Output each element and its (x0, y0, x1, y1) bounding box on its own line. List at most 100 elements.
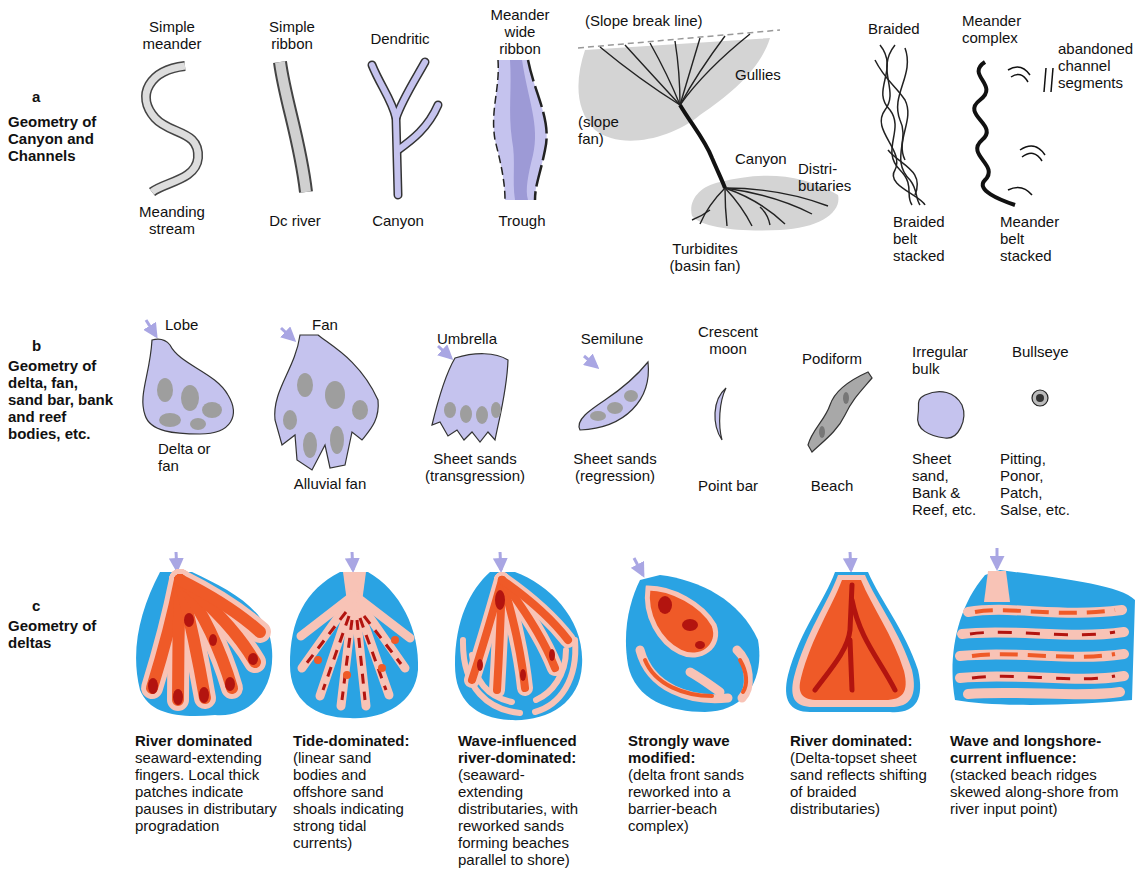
shape-label: Canyon (735, 150, 787, 167)
fan-shape (275, 335, 379, 470)
semilune-shape (590, 390, 638, 421)
delta-river-dominated (173, 689, 183, 705)
delta-river-dominated (199, 687, 209, 703)
umbrella-shape (476, 406, 488, 424)
delta-tide-dominated (342, 620, 352, 700)
umbrella-shape (460, 405, 472, 423)
row-heading: b (32, 337, 41, 354)
lobe-shape (157, 378, 173, 402)
delta-strongly-wave-modified (640, 650, 748, 699)
meander-belt (1022, 153, 1042, 161)
flow-arrow (176, 552, 177, 570)
shape-label: Dendritic (355, 30, 445, 47)
meander-belt (1051, 68, 1053, 92)
delta-tide-dominated (314, 656, 322, 664)
delta-tide-dominated (314, 636, 399, 679)
flow-arrow (146, 320, 156, 336)
delta-topset-sheet (852, 600, 895, 690)
shape-label: Turbidites (basin fan) (650, 240, 760, 274)
flow-arrow (352, 552, 353, 570)
caption-text: (stacked beach ridges skewed along-shore… (950, 766, 1120, 817)
delta-longshore (960, 654, 1124, 657)
caption-text: (seaward-extending distributaries, with … (458, 766, 586, 868)
delta-longshore (970, 632, 1115, 635)
delta-wave-influenced (502, 580, 568, 640)
caption-title: Wave-influenced river-dominated: (458, 732, 586, 766)
meander-belt (974, 62, 1015, 205)
delta-tide-dominated (290, 572, 418, 718)
lobe-shape (159, 413, 181, 427)
fan-shape (303, 432, 317, 458)
flow-arrow (634, 558, 643, 575)
shape-label: Simple meander (132, 18, 212, 52)
delta-river-dominated (152, 580, 260, 700)
caption-text: seaward-extending fingers. Local thick p… (135, 749, 285, 834)
delta-longshore (953, 570, 1135, 705)
podiform-shape (819, 392, 849, 438)
slope-canyon-system (600, 47, 680, 105)
meander-wide-ribbon (494, 60, 505, 200)
shape-label: Podiform (792, 350, 872, 367)
shape-label: Irregular bulk (912, 343, 982, 377)
meander-belt (974, 62, 1053, 205)
delta-tide-dominated (306, 612, 401, 700)
flow-arrow (500, 552, 501, 570)
umbrella-shape (432, 354, 508, 442)
shape-label: Point bar (688, 477, 768, 494)
dendritic-canyon (372, 62, 438, 195)
delta-tide-dominated (301, 595, 354, 636)
delta-tide-dominated (360, 618, 386, 690)
irregular-bulk-shape (918, 392, 964, 439)
delta-longshore (960, 610, 1124, 694)
braided-belt (888, 150, 917, 195)
simple-ribbon (280, 62, 306, 192)
flow-arrow (438, 346, 451, 358)
slope-canyon-system (578, 30, 780, 48)
shape-label: abandoned channel segments (1058, 40, 1138, 91)
umbrella-shape (491, 402, 501, 418)
delta-longshore (960, 676, 1124, 679)
bullseye-shape (1032, 390, 1048, 406)
shape-label: Braided (868, 20, 920, 37)
delta-topset-sheet (792, 575, 914, 707)
delta-river-dominated (248, 653, 258, 665)
shape-label: Sheet sands (transgression) (425, 450, 525, 484)
slope-canyon-system (692, 210, 710, 220)
lobe-shape (202, 402, 222, 418)
fan-shape (283, 410, 297, 430)
bullseye-shape (1036, 394, 1044, 402)
delta-longshore (953, 570, 1135, 705)
shape-label: Simple ribbon (257, 18, 327, 52)
meander-belt (1011, 74, 1028, 82)
delta-river-dominated (152, 580, 260, 700)
slope-canyon-system (700, 188, 725, 224)
shape-label: Trough (482, 212, 562, 229)
delta-river-dominated (209, 634, 217, 646)
umbrella-shape (444, 402, 456, 418)
podiform-shape (843, 392, 849, 404)
delta-topset-sheet (786, 572, 920, 712)
shape-label: Beach (792, 477, 872, 494)
semilune-shape (579, 362, 648, 430)
delta-topset-sheet (850, 640, 852, 690)
slope-canyon-system (680, 36, 725, 105)
shape-label: Delta or fan (158, 440, 218, 474)
delta-strongly-wave-modified (658, 596, 672, 614)
meander-belt (1008, 67, 1053, 195)
shape-label: Canyon (358, 212, 438, 229)
slope-canyon-system (625, 45, 680, 105)
meander-wide-ribbon (494, 60, 547, 200)
delta-topset-sheet (815, 585, 852, 690)
dendritic-canyon (396, 62, 425, 118)
row-heading: Geometry of delta, fan, sand bar, bank a… (8, 357, 116, 442)
simple-meander (146, 66, 198, 192)
semilune-shape (590, 411, 606, 421)
semilune-shape (579, 362, 648, 430)
caption-text: (delta front sands reworked into a barri… (628, 766, 768, 834)
row-heading: a (32, 88, 40, 105)
delta-tide-dominated (343, 671, 351, 679)
delta-tide-dominated (391, 636, 399, 644)
delta-strongly-wave-modified (737, 650, 748, 698)
delta-wave-influenced (549, 649, 555, 661)
flow-arrow (996, 548, 999, 568)
